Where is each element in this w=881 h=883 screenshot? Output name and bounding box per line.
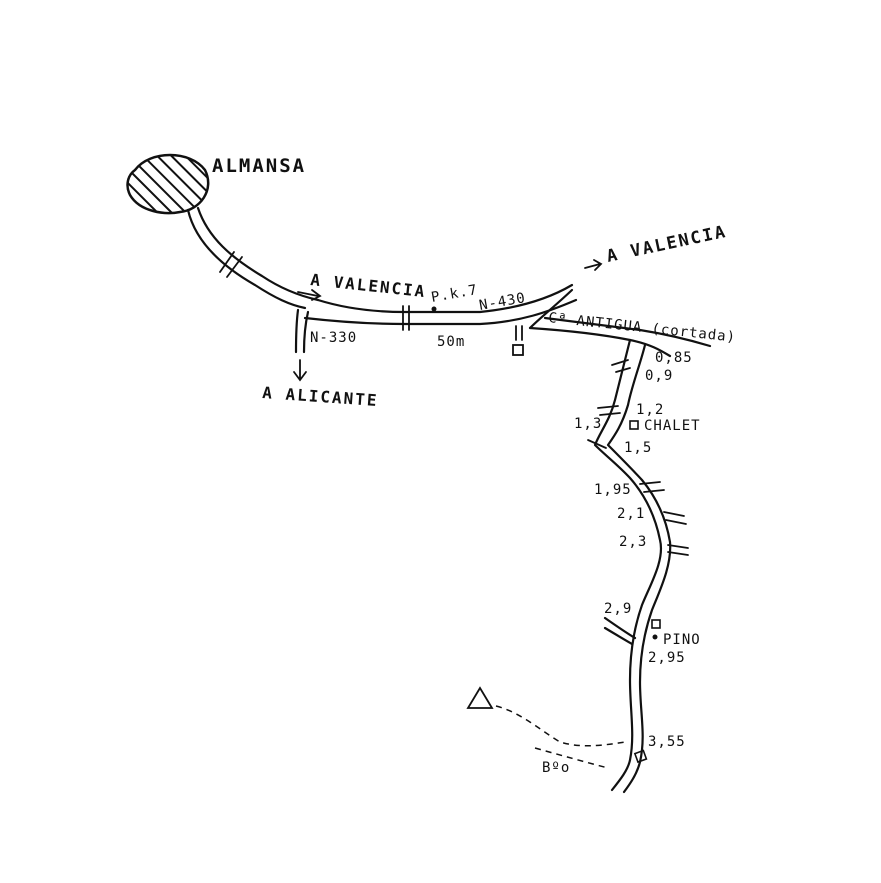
label-n330: N-330 — [310, 330, 357, 346]
km-29: 2,9 — [604, 601, 632, 617]
km-09: 0,9 — [645, 368, 673, 384]
label-pk: P.k.7 — [430, 282, 479, 306]
label-old-road: Cª ANTIGUA (cortada) — [548, 310, 737, 346]
almansa-town-symbol — [126, 153, 210, 215]
km-15: 1,5 — [624, 440, 652, 456]
pino-label: PINO — [663, 632, 701, 648]
old-road — [528, 288, 712, 358]
ravine-path — [534, 747, 609, 769]
label-to-valencia-2: A VALENCIA — [605, 222, 729, 267]
label-to-alicante: A ALICANTE — [262, 383, 379, 410]
km-195: 1,95 — [594, 482, 632, 498]
chalet-marker — [629, 420, 639, 430]
chalet-label: CHALET — [644, 418, 701, 434]
almansa-label: ALMANSA — [212, 155, 306, 177]
label-ravine: Bºo — [542, 760, 570, 776]
forest-track — [587, 338, 689, 794]
km-12: 1,2 — [636, 402, 664, 418]
label-to-valencia-1: A VALENCIA — [310, 270, 428, 301]
km-295: 2,95 — [648, 650, 686, 666]
summit-triangle-icon — [466, 686, 494, 709]
km-355: 3,55 — [648, 734, 686, 750]
label-n430: N-430 — [478, 290, 527, 314]
pino-point — [652, 634, 658, 640]
km-13: 1,3 — [574, 416, 602, 432]
km-085: 0,85 — [655, 350, 693, 366]
footpath-to-summit — [495, 705, 626, 747]
building-marker — [512, 325, 524, 356]
km-23: 2,3 — [619, 534, 647, 550]
label-distance: 50m — [437, 334, 465, 350]
road-almansa-n330 — [186, 206, 320, 310]
end-marker — [633, 749, 648, 764]
km-21: 2,1 — [617, 506, 645, 522]
pino-building-marker — [651, 619, 661, 629]
road-to-alicante — [293, 308, 310, 382]
